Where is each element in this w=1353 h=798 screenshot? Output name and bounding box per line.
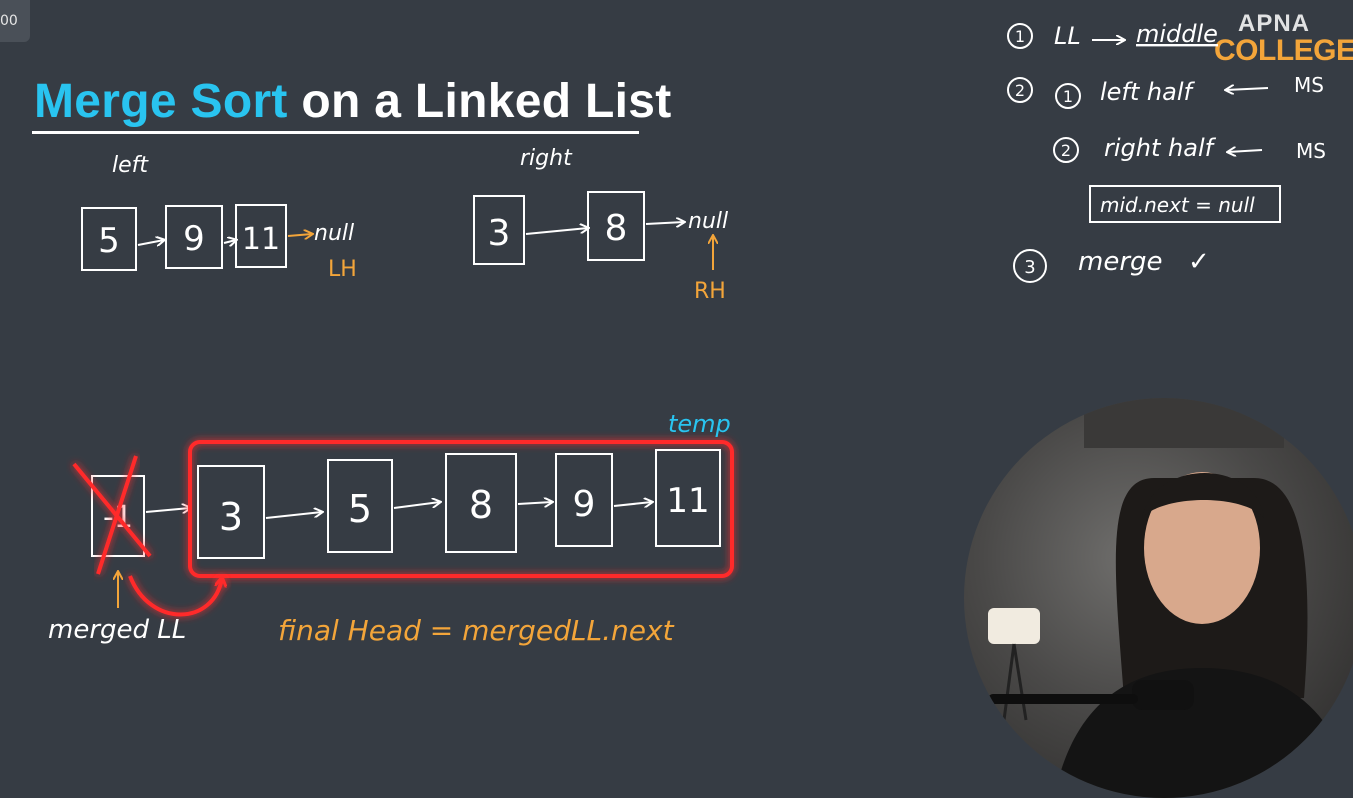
microphone-icon xyxy=(988,680,1194,710)
right-null-label: null xyxy=(688,209,728,234)
logo-line-2: COLLEGE xyxy=(1214,34,1353,67)
merged-node-1-value: 3 xyxy=(219,495,243,539)
cross-mark-icon xyxy=(72,455,152,575)
left-node-1-box xyxy=(81,207,137,271)
timestamp-chip: 00 xyxy=(0,0,30,42)
step-3-text: merge xyxy=(1078,247,1163,277)
step-2-circle xyxy=(1007,77,1033,103)
merged-node-2-value: 5 xyxy=(348,487,372,531)
merged-node-1-box xyxy=(197,465,265,559)
presenter-webcam xyxy=(964,398,1353,798)
merged-node-3-value: 8 xyxy=(469,483,493,527)
right-head-pointer-label: RH xyxy=(694,279,726,304)
algorithm-steps: 1 LL middle 2 1 left half MS 2 right hal… xyxy=(1007,20,1326,283)
right-arrow-icon xyxy=(265,512,322,519)
presenter xyxy=(1054,472,1353,798)
title-accent: Merge Sort xyxy=(34,75,288,128)
check-mark-icon: ✓ xyxy=(1188,247,1210,277)
step-3-circle xyxy=(1013,249,1047,283)
head-redirect-arrow xyxy=(128,576,222,617)
right-arrow-icon xyxy=(525,228,588,235)
left-arrow-icon xyxy=(1228,150,1263,152)
right-arrow-icon xyxy=(223,240,236,243)
dummy-node-label: merged LL xyxy=(48,615,186,645)
step-2-2-ms: MS xyxy=(1296,139,1326,163)
step-3-number: 3 xyxy=(1024,257,1035,278)
right-node-2-box xyxy=(587,191,645,261)
right-arrow-icon xyxy=(645,222,684,224)
step-2-1-ms: MS xyxy=(1294,73,1324,97)
lamp-icon xyxy=(988,608,1040,721)
right-arrow-icon xyxy=(145,508,190,512)
right-arrow-icon xyxy=(517,502,552,504)
left-node-1-value: 5 xyxy=(98,221,120,261)
step-2-2-circle xyxy=(1053,137,1079,163)
left-null-label: null xyxy=(314,221,354,246)
merged-node-3-box xyxy=(445,453,517,553)
left-list-label: left xyxy=(112,153,149,178)
diagram-svg: left 5 9 11 null LH right 3 xyxy=(48,20,1326,647)
left-arrow-icon xyxy=(1226,88,1269,90)
left-node-2-value: 9 xyxy=(183,219,205,259)
right-arrow-icon xyxy=(613,502,652,506)
dummy-node-box xyxy=(91,475,145,557)
right-node-1-value: 3 xyxy=(488,213,511,254)
left-node-2-box xyxy=(165,205,223,269)
left-head-pointer-label: LH xyxy=(328,257,357,282)
right-arrow-icon xyxy=(393,502,440,509)
merged-highlight-box xyxy=(188,440,734,578)
step-2-number: 2 xyxy=(1015,81,1025,100)
merged-node-4-value: 9 xyxy=(573,484,596,525)
step-1-target: middle xyxy=(1136,20,1218,48)
merged-list: -1 3 5 8 9 xyxy=(48,410,734,645)
slide-title: Merge Sort on a Linked List xyxy=(34,74,672,129)
left-list: 5 9 11 null LH xyxy=(81,204,357,282)
merged-node-2-box xyxy=(327,459,393,553)
step-1-number: 1 xyxy=(1015,27,1025,46)
boxed-note-text: mid.next = null xyxy=(1100,193,1255,217)
step-2-1-number: 1 xyxy=(1063,87,1073,106)
merged-node-5-box xyxy=(655,449,721,547)
boxed-note xyxy=(1089,185,1281,223)
right-arrow-icon xyxy=(137,240,164,245)
right-node-1-box xyxy=(473,195,525,265)
title-rest: on a Linked List xyxy=(301,75,672,128)
timestamp-chip-text: 00 xyxy=(0,13,18,29)
final-head-statement: final Head = mergedLL.next xyxy=(278,614,675,647)
temp-pointer-label: temp xyxy=(668,410,731,438)
wall-panel xyxy=(1084,398,1284,448)
step-1-circle xyxy=(1007,23,1033,49)
step-2-2-text: right half xyxy=(1104,134,1217,162)
merged-node-4-box xyxy=(555,453,613,547)
title-underline xyxy=(32,131,639,134)
step-2-1-text: left half xyxy=(1100,78,1196,106)
logo-line-1: APNA xyxy=(1237,10,1310,37)
step-2-2-number: 2 xyxy=(1061,141,1071,160)
right-list-label: right xyxy=(520,146,573,171)
right-list: 3 8 null RH xyxy=(473,191,728,304)
right-arrow-icon xyxy=(287,234,312,236)
left-node-3-box xyxy=(235,204,287,268)
left-node-3-value: 11 xyxy=(242,222,280,257)
apna-college-logo: APNA COLLEGE xyxy=(1214,10,1353,67)
step-2-1-circle xyxy=(1055,83,1081,109)
merged-node-5-value: 11 xyxy=(666,481,709,521)
step-1-text: LL xyxy=(1054,22,1081,50)
right-node-2-value: 8 xyxy=(605,208,628,249)
